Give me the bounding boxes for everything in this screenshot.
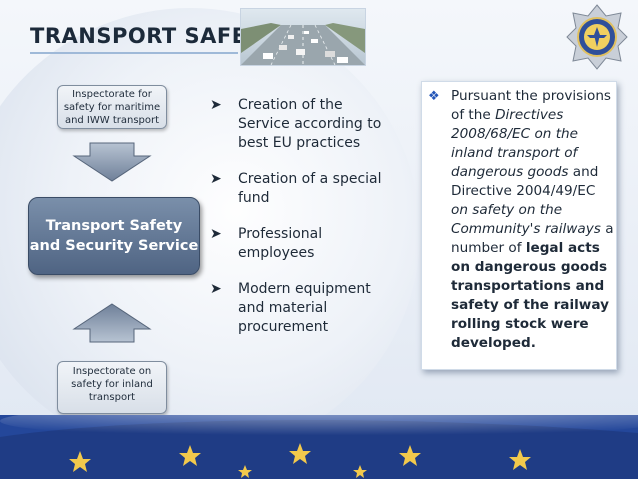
info-panel: ❖ Pursuant the provisions of the Directi… bbox=[421, 81, 617, 370]
eu-flag-footer bbox=[0, 415, 638, 479]
right-arrowhead-icon: ➤ bbox=[210, 171, 222, 187]
highway-photo bbox=[240, 8, 366, 66]
info-panel-text: ❖ Pursuant the provisions of the Directi… bbox=[428, 87, 614, 353]
bullet-item: ➤ Creation of the Service according to b… bbox=[210, 96, 385, 153]
info-middle: a number of bbox=[451, 221, 614, 256]
right-arrowhead-icon: ➤ bbox=[210, 97, 222, 113]
bullet-item: ➤ Creation of a special fund bbox=[210, 170, 385, 208]
maritime-inspectorate-box: Inspectorate for safety for maritime and… bbox=[57, 85, 167, 129]
bullet-list: ➤ Creation of the Service according to b… bbox=[210, 96, 385, 354]
inland-inspectorate-box: Inspectorate on safety for inland transp… bbox=[57, 361, 167, 414]
title-underline bbox=[30, 52, 238, 54]
info-lead: Pursuant the provisions of the bbox=[451, 88, 612, 123]
slide-title: TRANSPORT SAFETY bbox=[30, 24, 278, 48]
down-arrow-icon bbox=[72, 142, 152, 182]
four-diamond-icon: ❖ bbox=[428, 89, 440, 104]
transport-safety-service-box: Transport Safety and Security Service bbox=[28, 197, 200, 275]
bullet-text: Creation of a special fund bbox=[238, 171, 382, 206]
bullet-text: Professional employees bbox=[238, 226, 323, 261]
transport-safety-service-label: Transport Safety and Security Service bbox=[29, 218, 199, 254]
maritime-inspectorate-label: Inspectorate for safety for maritime and… bbox=[63, 89, 161, 126]
inland-inspectorate-label: Inspectorate on safety for inland transp… bbox=[71, 366, 153, 403]
info-emphasis: legal acts on dangerous goods transporta… bbox=[451, 240, 609, 351]
bullet-item: ➤ Professional employees bbox=[210, 225, 385, 263]
up-arrow-icon bbox=[72, 303, 152, 343]
info-directive-2008: Directives 2008/68/EC on the inland tran… bbox=[451, 107, 579, 180]
right-arrowhead-icon: ➤ bbox=[210, 281, 222, 297]
info-and-directive-2004: and Directive 2004/49/EC bbox=[451, 164, 599, 199]
bullet-text: Modern equipment and material procuremen… bbox=[238, 281, 371, 335]
bullet-text: Creation of the Service according to bes… bbox=[238, 97, 382, 151]
right-arrowhead-icon: ➤ bbox=[210, 226, 222, 242]
info-railway-safety: on safety on the Community's railways bbox=[451, 202, 601, 237]
emblem-icon bbox=[566, 4, 628, 70]
bullet-item: ➤ Modern equipment and material procurem… bbox=[210, 280, 385, 337]
